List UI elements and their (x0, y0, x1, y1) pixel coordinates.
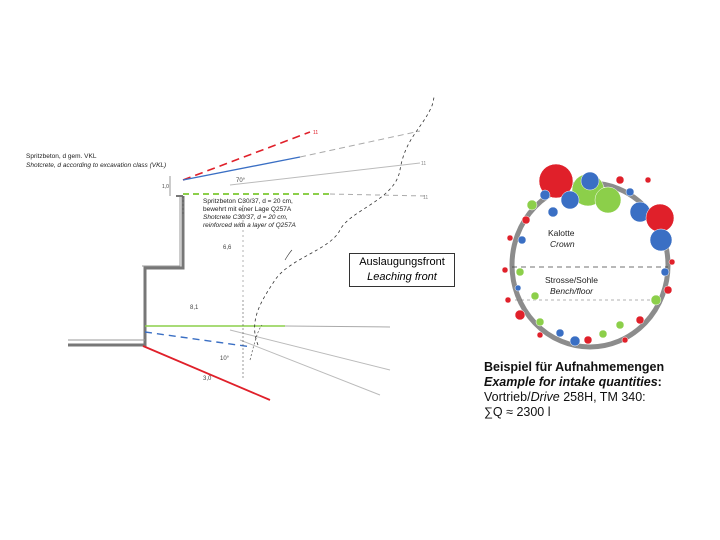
upper-lines: 70° 11 11 11 6,6 8,1 1,0 (162, 130, 428, 311)
intake-bubble-blue (555, 328, 565, 338)
intake-bubble-blue (547, 206, 559, 218)
intake-bubble-red (615, 175, 625, 185)
spec-label-de-1: Spritzbeton C30/37, d = 20 cm, (203, 198, 293, 205)
intake-bubble-red (506, 234, 514, 242)
svg-text:8,1: 8,1 (190, 305, 199, 311)
intake-bubble-blue (649, 228, 673, 252)
intake-bubble-red (635, 315, 645, 325)
intake-bubble-green (615, 320, 625, 330)
gray-dashed-horizontal-upper (329, 193, 426, 197)
intake-bubble-green (598, 329, 608, 339)
intake-bubble-blue (539, 189, 551, 201)
intake-bubble-red (504, 296, 512, 304)
intake-bubbles (501, 163, 676, 347)
intake-bubble-green (530, 291, 540, 301)
svg-text:1,0: 1,0 (162, 184, 169, 190)
example-title-en: Example for intake quantities (484, 375, 658, 389)
drive-label-en: Drive (530, 390, 560, 404)
svg-text:3,0: 3,0 (203, 376, 212, 382)
intake-bubble-red (538, 163, 574, 199)
sum-quantity: ∑Q ≈ 2300 l (484, 405, 551, 419)
example-caption: Beispiel für Aufnahmemengen Example for … (484, 360, 664, 420)
intake-bubble-red (514, 309, 526, 321)
intake-bubble-red (663, 285, 673, 295)
svg-text:70°: 70° (236, 178, 246, 184)
intake-bubble-blue (560, 190, 580, 210)
gray-line-upper (229, 162, 421, 186)
intake-bubble-red (645, 203, 675, 233)
intake-bubble-red (583, 335, 593, 345)
gray-dashed-line-upper (299, 130, 421, 158)
intake-bubble-blue (660, 267, 670, 277)
svg-text:11: 11 (423, 195, 428, 201)
intake-bubble-green (535, 317, 545, 327)
crown-label-de: Kalotte (548, 228, 575, 238)
spec-label-en-2: reinforced with a layer of Q257A (203, 222, 296, 229)
example-colon: : (657, 375, 662, 389)
shotcrete-label-de: Spritzbeton, d gem. VKL (26, 153, 97, 160)
gray-line-lower-3 (239, 339, 381, 396)
gray-line-lower (284, 325, 391, 328)
intake-bubble-blue (569, 335, 581, 347)
intake-bubble-red (536, 331, 544, 339)
shotcrete-label-en: Shotcrete, d according to excavation cla… (26, 162, 167, 169)
blue-line-upper (182, 156, 301, 181)
crown-label-en: Crown (550, 239, 575, 249)
intake-bubble-red (621, 336, 629, 344)
bench-label-de: Strosse/Sohle (545, 275, 598, 285)
intake-bubble-green (526, 199, 538, 211)
intake-bubble-green (650, 294, 662, 306)
excavation-profile (68, 176, 185, 347)
tunnel-section (501, 163, 676, 350)
blue-dashed-line-lower (144, 331, 253, 348)
bench-label-en: Bench/floor (550, 286, 593, 296)
red-line-lower (142, 345, 271, 401)
gray-line-lower-2 (229, 329, 391, 371)
red-dashed-line-upper (182, 131, 311, 181)
intake-bubble-blue (514, 284, 522, 292)
intake-bubble-blue (580, 171, 600, 191)
svg-text:11: 11 (421, 161, 426, 167)
intake-bubble-blue (517, 235, 527, 245)
intake-bubble-red (501, 266, 509, 274)
svg-text:10°: 10° (220, 356, 230, 362)
lower-lines: 10° 3,0 (142, 200, 391, 401)
intake-bubble-red (668, 258, 676, 266)
leaching-front-curve (254, 94, 436, 346)
intake-bubble-green (594, 186, 622, 214)
intake-bubble-blue (625, 187, 635, 197)
intake-bubble-red (644, 176, 652, 184)
leaching-front-en: Leaching front (367, 271, 437, 283)
svg-text:11: 11 (313, 130, 318, 136)
intake-bubble-green (515, 267, 525, 277)
drive-label-de: Vortrieb/ (484, 390, 531, 404)
example-title-de: Beispiel für Aufnahmemengen (484, 360, 665, 374)
svg-text:6,6: 6,6 (223, 245, 232, 251)
intake-bubble-red (521, 215, 531, 225)
spec-label-en-1: Shotcrete C30/37, d = 20 cm, (203, 214, 288, 221)
drive-value: 258H, TM 340: (559, 390, 646, 404)
spec-label-de-2: bewehrt mit einer Lage Q257A (203, 206, 292, 213)
leaching-front-de: Auslaugungsfront (359, 256, 445, 268)
leaching-front-box: Auslaugungsfront Leaching front (349, 253, 455, 287)
